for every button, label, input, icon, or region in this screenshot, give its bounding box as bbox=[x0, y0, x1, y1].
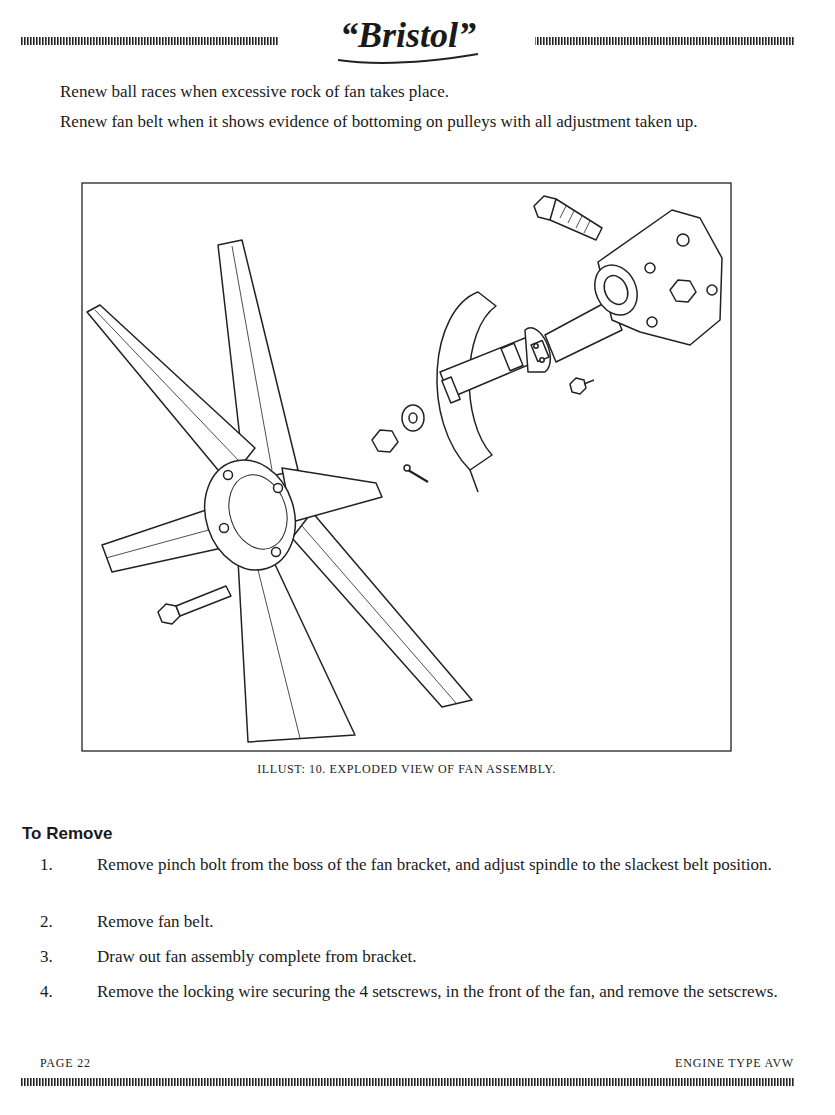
step-text: Remove pinch bolt from the boss of the f… bbox=[97, 853, 794, 876]
step-number: 1. bbox=[40, 853, 80, 876]
header-rule bbox=[535, 37, 795, 45]
step-text: Remove the locking wire securing the 4 s… bbox=[97, 980, 794, 1003]
step-text: Draw out fan assembly complete from brac… bbox=[97, 945, 794, 968]
header-rule bbox=[20, 37, 278, 45]
step-number: 2. bbox=[40, 910, 80, 933]
page-title: “Bristol” bbox=[278, 14, 538, 56]
section-heading: To Remove bbox=[22, 823, 322, 845]
step-text: Remove fan belt. bbox=[97, 910, 794, 933]
illustration-frame bbox=[82, 183, 731, 751]
body-paragraph: Renew ball races when excessive rock of … bbox=[60, 80, 800, 103]
body-paragraph: Renew fan belt when it shows evidence of… bbox=[22, 110, 794, 133]
fan-drawing bbox=[87, 196, 722, 742]
step-number: 3. bbox=[40, 945, 80, 968]
logo-swash bbox=[338, 54, 478, 63]
footer-rule bbox=[20, 1078, 795, 1086]
step-number: 4. bbox=[40, 980, 80, 1003]
figure-caption: ILLUST: 10. EXPLODED VIEW OF FAN ASSEMBL… bbox=[82, 761, 731, 777]
page-number: PAGE 22 bbox=[40, 1055, 240, 1072]
engine-type: ENGINE TYPE AVW bbox=[494, 1055, 794, 1072]
